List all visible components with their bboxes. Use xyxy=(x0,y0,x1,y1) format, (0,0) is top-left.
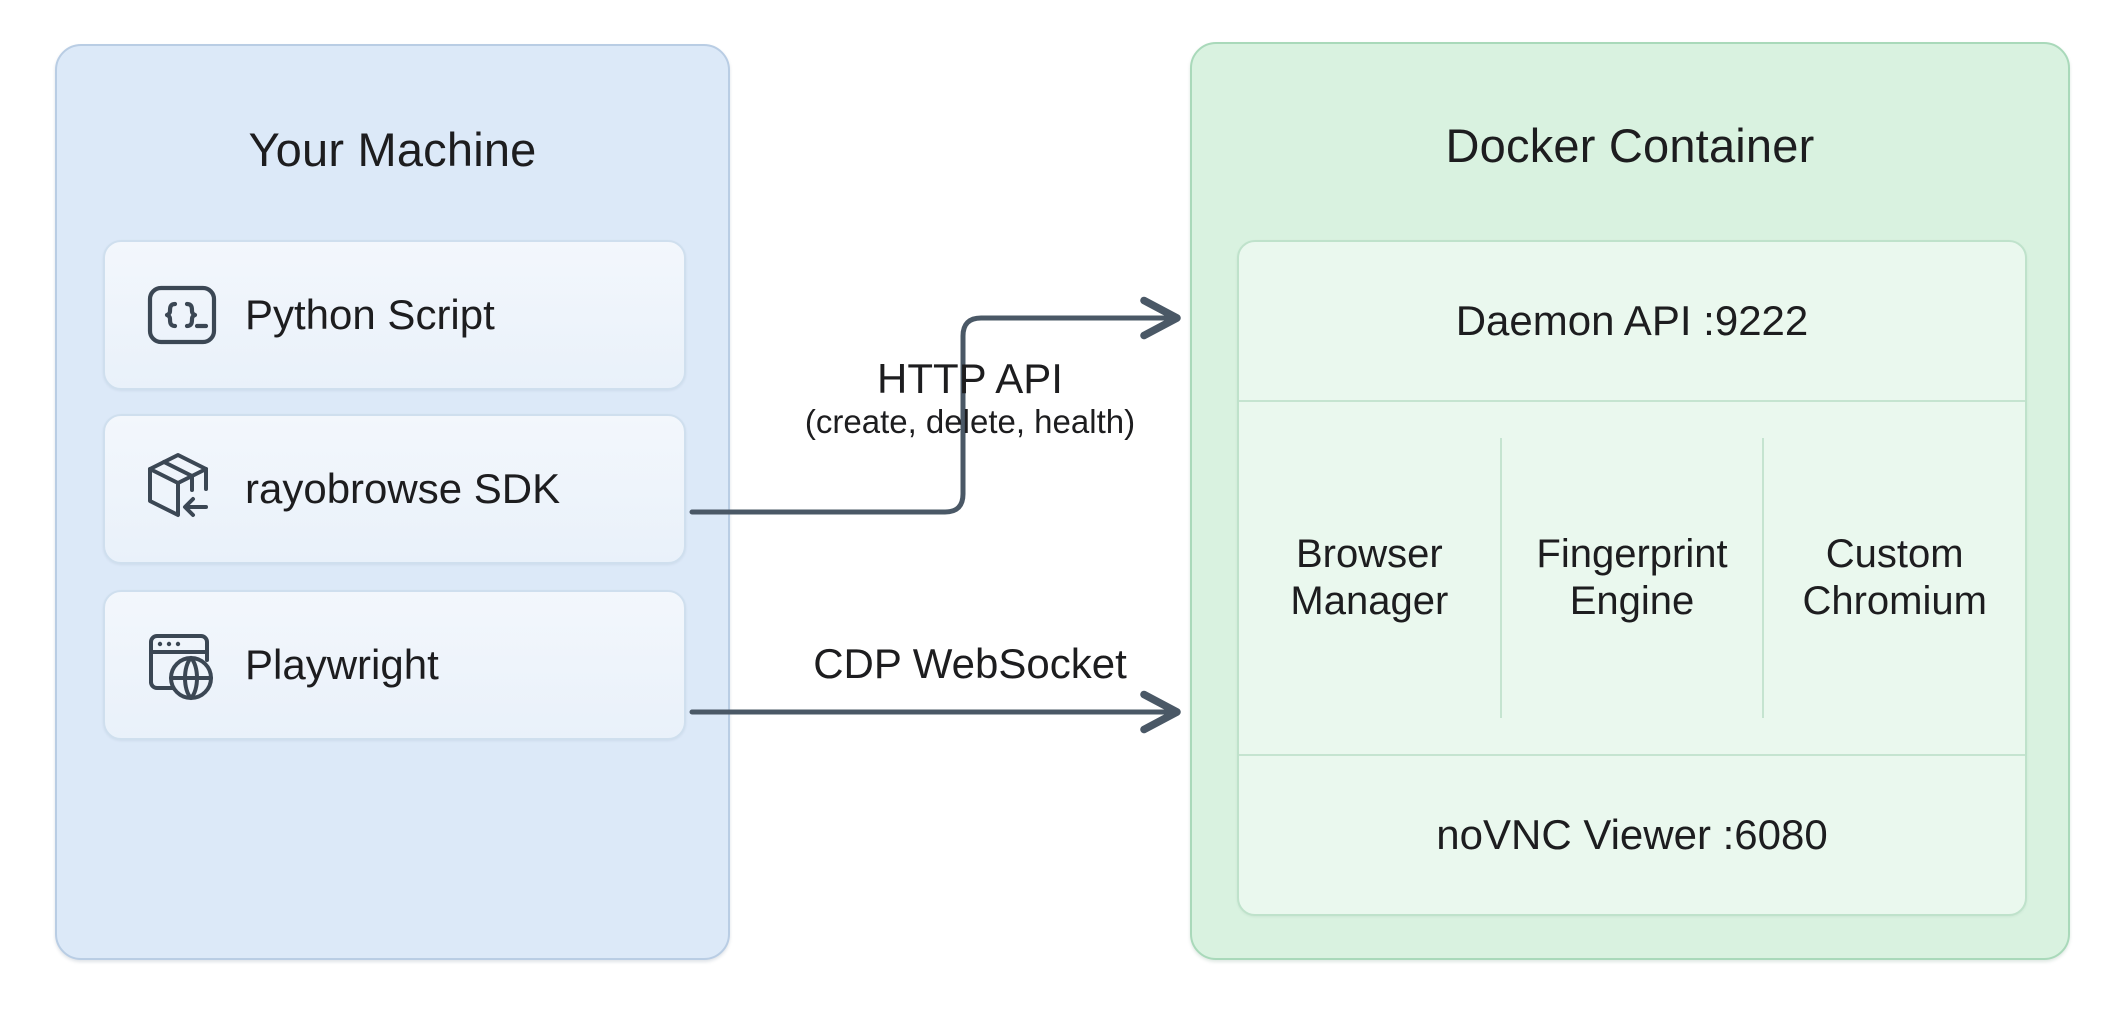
novnc-viewer-label: noVNC Viewer :6080 xyxy=(1436,811,1828,858)
connector-label-http-api: HTTP API (create, delete, health) xyxy=(740,355,1200,442)
col-custom-chromium[interactable]: Custom Chromium xyxy=(1762,438,2025,718)
row-daemon-api[interactable]: Daemon API :9222 xyxy=(1239,242,2025,402)
card-label: rayobrowse SDK xyxy=(245,465,561,512)
col-line2: Engine xyxy=(1569,579,1695,623)
left-panel-title: Your Machine xyxy=(248,123,537,176)
card-label: Playwright xyxy=(245,641,439,688)
col-line1: Custom xyxy=(1825,531,1964,576)
http-api-title: HTTP API xyxy=(877,355,1063,402)
daemon-api-label: Daemon API :9222 xyxy=(1455,297,1809,344)
col-line2: Chromium xyxy=(1802,579,1987,623)
row-novnc-viewer[interactable]: noVNC Viewer :6080 xyxy=(1239,754,2025,914)
col-line1: Browser xyxy=(1295,531,1443,576)
code-braces-terminal-icon xyxy=(141,274,223,356)
http-api-subtitle: (create, delete, health) xyxy=(804,403,1136,441)
card-python-script[interactable]: Python Script xyxy=(103,240,686,390)
col-fingerprint-engine[interactable]: Fingerprint Engine xyxy=(1499,438,1763,718)
col-line1: Fingerprint xyxy=(1536,531,1728,576)
panel-your-machine: Your Machine Python Script xyxy=(55,44,730,960)
row-services: Browser Manager Fingerprint Engine Custo… xyxy=(1239,402,2025,754)
card-rayobrowse-sdk[interactable]: rayobrowse SDK xyxy=(103,414,686,564)
card-label: Python Script xyxy=(245,291,495,338)
col-label: Custom Chromium xyxy=(1802,531,1986,625)
connector-label-cdp-websocket: CDP WebSocket xyxy=(740,640,1200,687)
package-box-arrow-icon xyxy=(141,448,223,530)
col-label: Browser Manager xyxy=(1290,531,1448,625)
browser-window-globe-icon xyxy=(141,624,223,706)
cdp-websocket-title: CDP WebSocket xyxy=(813,640,1127,687)
panel-docker-container: Docker Container Daemon API :9222 Browse… xyxy=(1190,42,2070,960)
col-label: Fingerprint Engine xyxy=(1536,531,1727,625)
right-panel-title: Docker Container xyxy=(1445,119,1815,172)
col-line2: Manager xyxy=(1290,579,1449,623)
container-stack-card: Daemon API :9222 Browser Manager Fingerp… xyxy=(1237,240,2027,916)
col-browser-manager[interactable]: Browser Manager xyxy=(1239,438,1500,718)
card-playwright[interactable]: Playwright xyxy=(103,590,686,740)
